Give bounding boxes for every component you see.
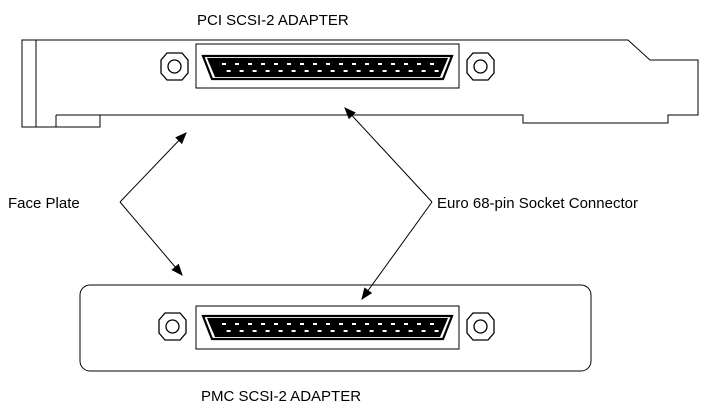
pci-connector-pin <box>330 70 335 72</box>
pmc-connector-pin <box>417 323 421 325</box>
pmc-connector-pin <box>317 330 322 332</box>
connector-arrow-up <box>344 107 433 203</box>
pci-connector-pin <box>417 63 421 65</box>
pmc-connector-pin <box>330 330 335 332</box>
pci-connector-pin <box>291 70 296 72</box>
pci-connector-pin <box>421 70 426 72</box>
pci-connector-pin <box>278 70 283 72</box>
pci-connector-pin <box>317 70 322 72</box>
pmc-connector-pin <box>239 330 244 332</box>
pmc-connector-pin <box>291 330 296 332</box>
pci-connector-pin <box>265 70 270 72</box>
pmc-connector-frame <box>195 305 460 350</box>
pmc-connector-pin <box>343 330 348 332</box>
pmc-connector-pin <box>356 330 361 332</box>
pmc-left-screw-icon <box>158 312 187 341</box>
pci-connector-pin <box>326 63 330 65</box>
pmc-connector-pin <box>404 323 408 325</box>
pmc-connector-pin <box>274 323 278 325</box>
pmc-connector-pin <box>434 330 439 332</box>
pmc-connector-pin <box>395 330 400 332</box>
pci-left-screw-icon <box>160 52 189 81</box>
pci-connector-pin <box>222 63 226 65</box>
pci-connector-pin <box>408 70 413 72</box>
pci-connector-pin <box>339 63 343 65</box>
pci-connector-pin <box>365 63 369 65</box>
pmc-connector-pin <box>226 330 231 332</box>
pci-connector-pin <box>252 70 257 72</box>
pmc-connector-socket <box>207 318 448 337</box>
pci-connector-pin <box>378 63 382 65</box>
pmc-connector-pin <box>287 323 291 325</box>
pmc-connector-pin <box>365 323 369 325</box>
pmc-connector-pin <box>430 323 434 325</box>
pci-connector-pin <box>287 63 291 65</box>
pmc-connector <box>158 305 495 350</box>
pmc-connector-pin <box>421 330 426 332</box>
pci-connector-pin <box>434 70 439 72</box>
pmc-connector-pin <box>304 330 309 332</box>
pmc-right-screw-icon <box>466 312 495 341</box>
pmc-connector-pin <box>261 323 265 325</box>
pci-connector-pin <box>430 63 434 65</box>
face-plate-arrow-down <box>119 201 183 276</box>
pmc-adapter-title: PMC SCSI-2 ADAPTER <box>201 388 361 405</box>
pmc-connector-pin <box>352 323 356 325</box>
pci-connector-pin <box>226 70 231 72</box>
pmc-connector-pin <box>248 323 252 325</box>
pmc-connector-pin <box>265 330 270 332</box>
pci-connector-pin <box>300 63 304 65</box>
pmc-connector-pin <box>369 330 374 332</box>
pmc-connector-pin <box>339 323 343 325</box>
face-plate-label: Face Plate <box>8 195 80 212</box>
pmc-connector-pin <box>222 323 226 325</box>
pci-connector-pin <box>356 70 361 72</box>
pci-bracket <box>21 39 699 128</box>
pmc-connector-pin <box>378 323 382 325</box>
pci-connector-pin <box>248 63 252 65</box>
pci-connector-pin <box>239 70 244 72</box>
pci-connector-pin <box>395 70 400 72</box>
pci-connector-pin <box>382 70 387 72</box>
pmc-connector-pin <box>252 330 257 332</box>
pci-connector-pin <box>313 63 317 65</box>
connector-arrow-down <box>361 201 433 300</box>
pmc-face-plate <box>79 284 592 372</box>
pci-connector-pin <box>369 70 374 72</box>
pmc-connector-pin <box>326 323 330 325</box>
pci-connector-socket <box>207 58 448 77</box>
pmc-connector-pin <box>313 323 317 325</box>
face-plate-arrow-up <box>119 132 187 203</box>
pci-adapter-title: PCI SCSI-2 ADAPTER <box>197 12 349 29</box>
pmc-face-plate-outline <box>79 284 592 372</box>
pmc-connector-pin <box>300 323 304 325</box>
pci-connector-pin <box>391 63 395 65</box>
pci-connector-pin <box>352 63 356 65</box>
pci-connector-pin <box>404 63 408 65</box>
pci-connector-frame <box>195 43 460 89</box>
pci-connector <box>160 43 495 89</box>
pmc-connector-pin <box>278 330 283 332</box>
pmc-connector-pin <box>391 323 395 325</box>
pmc-connector-pin <box>408 330 413 332</box>
pci-connector-pin <box>304 70 309 72</box>
pci-connector-pin <box>261 63 265 65</box>
pci-bracket-outline <box>21 39 699 128</box>
pci-connector-pins <box>222 63 439 72</box>
pmc-connector-pin <box>235 323 239 325</box>
pmc-connector-pins <box>222 323 439 332</box>
pmc-connector-pin <box>382 330 387 332</box>
pci-right-screw-icon <box>466 52 495 81</box>
connector-label: Euro 68-pin Socket Connector <box>437 195 638 212</box>
pci-connector-pin <box>343 70 348 72</box>
pci-connector-pin <box>274 63 278 65</box>
pci-connector-pin <box>235 63 239 65</box>
